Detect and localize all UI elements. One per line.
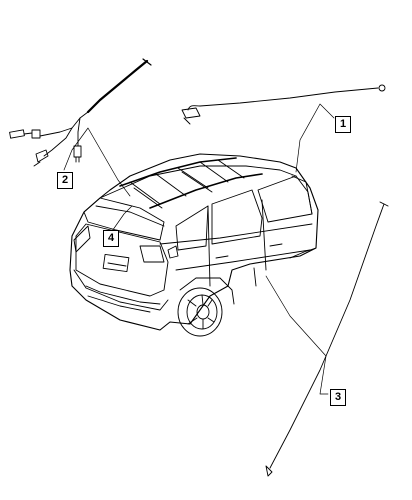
- antenna-extension-cable: [181, 84, 386, 125]
- leader-line-4: [109, 205, 133, 235]
- leader-line-1: [295, 103, 335, 173]
- antenna-cable-harness: [9, 58, 152, 167]
- leader-line-3: [265, 275, 329, 395]
- callout-2: 2: [57, 172, 73, 189]
- callout-4: 4: [103, 230, 119, 247]
- leader-lines: [63, 103, 335, 395]
- leader-line-2: [63, 127, 131, 197]
- callout-3: 3: [330, 389, 346, 406]
- callout-1: 1: [335, 116, 351, 133]
- suv-vehicle: [69, 153, 319, 337]
- antenna-lead-cable: [265, 201, 389, 477]
